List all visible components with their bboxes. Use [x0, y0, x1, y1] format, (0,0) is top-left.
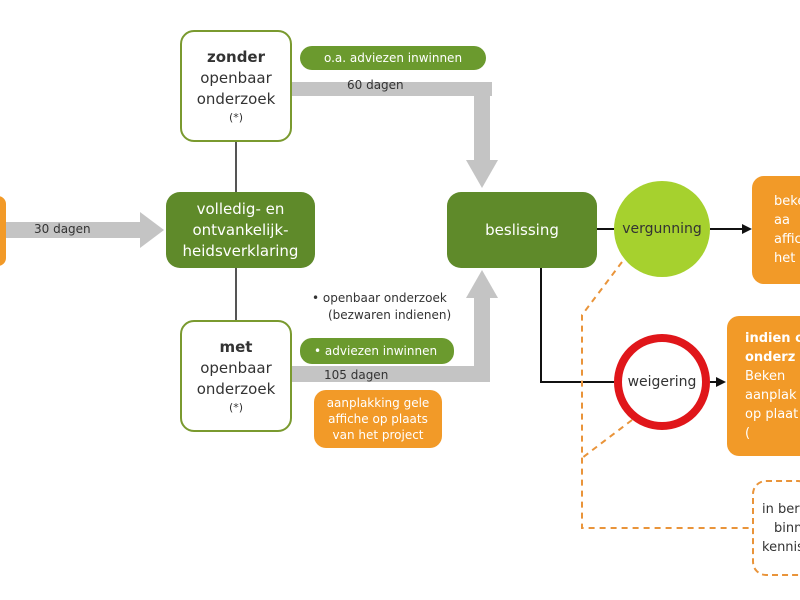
met-footnote: (*): [228, 400, 244, 414]
right-top-line1: beke: [774, 194, 800, 209]
pill-adviezen-inwinnen-bottom: • adviezen inwinnen: [300, 338, 454, 364]
pill-adviezen-inwinnen-top: o.a. adviezen inwinnen: [300, 46, 486, 70]
note-aanplakking: aanplakking gele affiche op plaats van h…: [314, 390, 442, 448]
right-mid-line4: aanplak: [745, 388, 797, 403]
bullet-item: • openbaar onderzoek: [312, 291, 447, 305]
arrow-60-dagen: [292, 82, 498, 188]
zonder-line2: openbaar: [200, 68, 272, 87]
met-line3: onderzoek: [196, 379, 276, 398]
volledig-line3: heidsverklaring: [182, 241, 299, 260]
weigering-label: weigering: [627, 374, 697, 390]
pill-bullet: •: [314, 344, 325, 358]
zonder-title: zonder: [206, 47, 266, 66]
arrow-30-dagen: [0, 212, 164, 248]
bullet-text-2: (bezwaren indienen): [328, 308, 452, 322]
note-weigering-bekendmaking: indien o onderz Beken aanplak op plaat (: [727, 316, 800, 456]
volledig-line1: volledig- en: [196, 199, 285, 218]
bullet-text-1: openbaar onderzoek: [322, 291, 447, 305]
aanplakking-line1: aanplakking gele: [326, 396, 430, 410]
right-mid-line5: op plaat: [745, 407, 799, 422]
met-title: met: [219, 337, 253, 356]
volledig-ontvankelijkheidsverklaring-box: volledig- en ontvankelijk- heidsverklari…: [166, 192, 315, 268]
note-vergunning-bekendmaking: beke aa affic het p: [752, 176, 800, 284]
right-mid-line6: (: [745, 426, 751, 441]
connector-beslissing-weigering: [540, 268, 614, 383]
met-openbaar-onderzoek-box: met openbaar onderzoek (*): [180, 320, 292, 432]
right-mid-line1: indien o: [745, 331, 800, 346]
beslissing-box: beslissing: [447, 192, 597, 268]
right-mid-line2: onderz: [745, 350, 796, 365]
zonder-line3: onderzoek: [196, 89, 276, 108]
aanplakking-line3: van het project: [332, 428, 424, 442]
arrow-weigering: [710, 377, 726, 387]
zonder-footnote: (*): [228, 110, 244, 124]
vergunning-circle: vergunning: [614, 181, 710, 277]
note-beroep: in ber binn kennis: [752, 480, 800, 576]
orange-edge-box: [0, 196, 6, 266]
aanplakking-line2: affiche op plaats: [328, 412, 428, 426]
right-mid-line3: Beken: [745, 369, 786, 384]
dashed-connectors: [581, 261, 752, 529]
arrow-vergunning: [710, 224, 752, 234]
right-top-line3: affic: [774, 232, 800, 247]
weigering-circle: weigering: [614, 334, 710, 430]
label-60-dagen: 60 dagen: [347, 78, 404, 92]
vergunning-label: vergunning: [622, 221, 702, 237]
zonder-openbaar-onderzoek-box: zonder openbaar onderzoek (*): [180, 30, 292, 142]
bullet-list: • openbaar onderzoek (bezwaren indienen): [312, 290, 451, 324]
beslissing-label: beslissing: [485, 220, 559, 239]
right-top-line2: aa: [774, 213, 790, 228]
dashed-line1: in ber: [762, 501, 800, 517]
pill-bottom-text: adviezen inwinnen: [324, 344, 438, 358]
label-105-dagen: 105 dagen: [324, 368, 389, 382]
dashed-line3: kennis: [762, 539, 800, 555]
dashed-line2: binn: [774, 520, 800, 536]
volledig-line2: ontvankelijk-: [192, 220, 289, 239]
arrow-105-dagen: [292, 270, 498, 382]
right-top-line4: het p: [774, 251, 800, 266]
met-line2: openbaar: [200, 358, 272, 377]
label-30-dagen: 30 dagen: [34, 222, 91, 236]
